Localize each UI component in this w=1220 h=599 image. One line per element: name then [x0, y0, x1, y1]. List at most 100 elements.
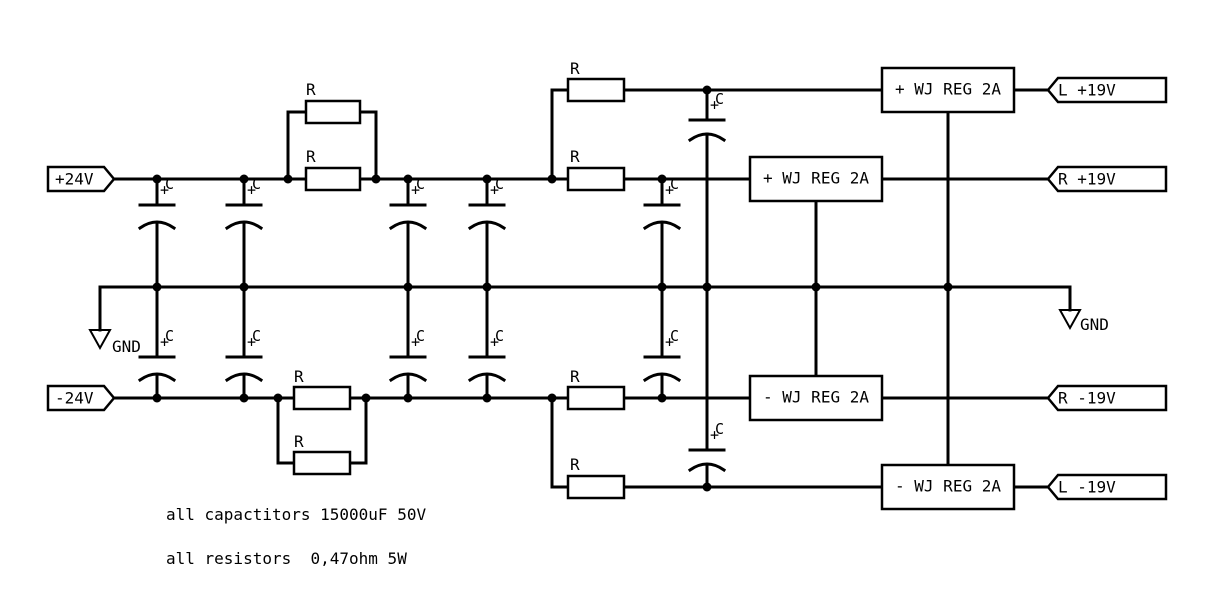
terminal-out-l-neg [1046, 473, 1168, 501]
terminal-out-r-pos [1046, 165, 1168, 193]
ground-icon [1058, 309, 1082, 331]
resistor-l-pos [566, 77, 626, 103]
capacitor-label: C [416, 175, 425, 193]
junction-dot [361, 393, 371, 403]
capacitor-polarity: + [710, 426, 719, 444]
junction-dot [482, 282, 492, 292]
capacitor-polarity: + [247, 333, 256, 351]
junction-dot [657, 282, 667, 292]
capacitor-lower-4: +C [467, 327, 507, 383]
junction-dots [152, 85, 953, 492]
capacitor-polarity: + [411, 333, 420, 351]
capacitor-polarity: + [710, 96, 719, 114]
capacitor-upper-3: +C [388, 175, 428, 231]
capacitor-polarity: + [665, 181, 674, 199]
resistor-parallel-bottom-b [292, 450, 352, 476]
terminal-out-r-pos-label: R +19V [1058, 170, 1116, 189]
regulator-r-pos-label: + WJ REG 2A [763, 169, 869, 188]
capacitor-polarity: + [411, 181, 420, 199]
capacitor-lower-5: +C [642, 327, 682, 383]
capacitor-polarity: + [665, 333, 674, 351]
capacitor-upper-1: +C [137, 175, 177, 231]
capacitors: +C+C+C+C+C+C+C+C+C+C+C+C [137, 90, 727, 473]
capacitor-bus-top: +C [687, 90, 727, 143]
capacitor-upper-2: +C [224, 175, 264, 231]
resistor-parallel-bottom-a [292, 385, 352, 411]
resistor-r-neg [566, 385, 626, 411]
note-capacitors: all capactitors 15000uF 50V [166, 505, 426, 524]
junction-dot [152, 174, 162, 184]
junction-dot [547, 393, 557, 403]
capacitor-lower-2: +C [224, 327, 264, 383]
junction-dot [943, 282, 953, 292]
ground-label: GND [112, 337, 141, 356]
regulator-l-neg [880, 463, 1016, 511]
junction-dot [657, 393, 667, 403]
resistor-label: R [294, 367, 304, 386]
resistor-label: R [570, 147, 580, 166]
capacitor-label: C [495, 327, 504, 345]
capacitor-polarity: + [247, 181, 256, 199]
resistor-label: R [570, 59, 580, 78]
regulator-r-neg [748, 374, 884, 422]
note-resistors: all resistors 0,47ohm 5W [166, 549, 407, 568]
regulators: + WJ REG 2A + WJ REG 2A - WJ REG 2A - WJ… [748, 66, 1016, 511]
resistor-r-pos [566, 166, 626, 192]
terminal-in-neg-label: -24V [55, 389, 94, 408]
capacitor-label: C [495, 175, 504, 193]
capacitor-label: C [670, 327, 679, 345]
terminal-in-pos-label: +24V [55, 170, 94, 189]
capacitor-label: C [252, 327, 261, 345]
resistor-label: R [294, 432, 304, 451]
wires [98, 88, 1072, 489]
resistor-label: R [570, 455, 580, 474]
capacitor-bus-bottom: +C [687, 420, 727, 473]
ground-label: GND [1080, 315, 1109, 334]
terminal-out-r-neg-label: R -19V [1058, 389, 1116, 408]
junction-dot [239, 174, 249, 184]
terminal-out-l-pos [1046, 76, 1168, 104]
junction-dot [482, 393, 492, 403]
ground-symbols: GND GND [88, 309, 1109, 356]
capacitor-label: C [252, 175, 261, 193]
resistor-parallel-top-a [304, 99, 362, 125]
resistors: R R R R R R R R [292, 59, 626, 500]
junction-dot [273, 393, 283, 403]
junction-dot [482, 174, 492, 184]
capacitor-label: C [715, 90, 724, 108]
junction-dot [152, 282, 162, 292]
regulator-l-pos-label: + WJ REG 2A [895, 80, 1001, 99]
junction-dot [403, 282, 413, 292]
capacitor-upper-5: +C [642, 175, 682, 231]
terminal-in-neg [46, 384, 116, 412]
junction-dot [152, 393, 162, 403]
capacitor-label: C [670, 175, 679, 193]
junction-dot [702, 85, 712, 95]
terminal-out-l-pos-label: L +19V [1058, 81, 1116, 100]
junction-dot [702, 482, 712, 492]
capacitor-label: C [416, 327, 425, 345]
capacitor-polarity: + [490, 181, 499, 199]
terminal-in-pos [46, 165, 116, 193]
junction-dot [811, 282, 821, 292]
resistor-label: R [306, 147, 316, 166]
ground-icon [88, 329, 112, 351]
regulator-l-neg-label: - WJ REG 2A [895, 477, 1001, 496]
capacitor-label: C [165, 175, 174, 193]
junction-dot [547, 174, 557, 184]
junction-dot [239, 393, 249, 403]
junction-dot [702, 282, 712, 292]
capacitor-label: C [165, 327, 174, 345]
junction-dot [371, 174, 381, 184]
junction-dot [283, 174, 293, 184]
junction-dot [403, 393, 413, 403]
terminal-out-l-neg-label: L -19V [1058, 478, 1116, 497]
terminals: +24V -24V L +19V R +19V R -19V L -19V [46, 76, 1168, 501]
capacitor-lower-3: +C [388, 327, 428, 383]
capacitor-polarity: + [160, 181, 169, 199]
resistor-parallel-top-b [304, 166, 362, 192]
junction-dot [239, 282, 249, 292]
resistor-label: R [570, 367, 580, 386]
